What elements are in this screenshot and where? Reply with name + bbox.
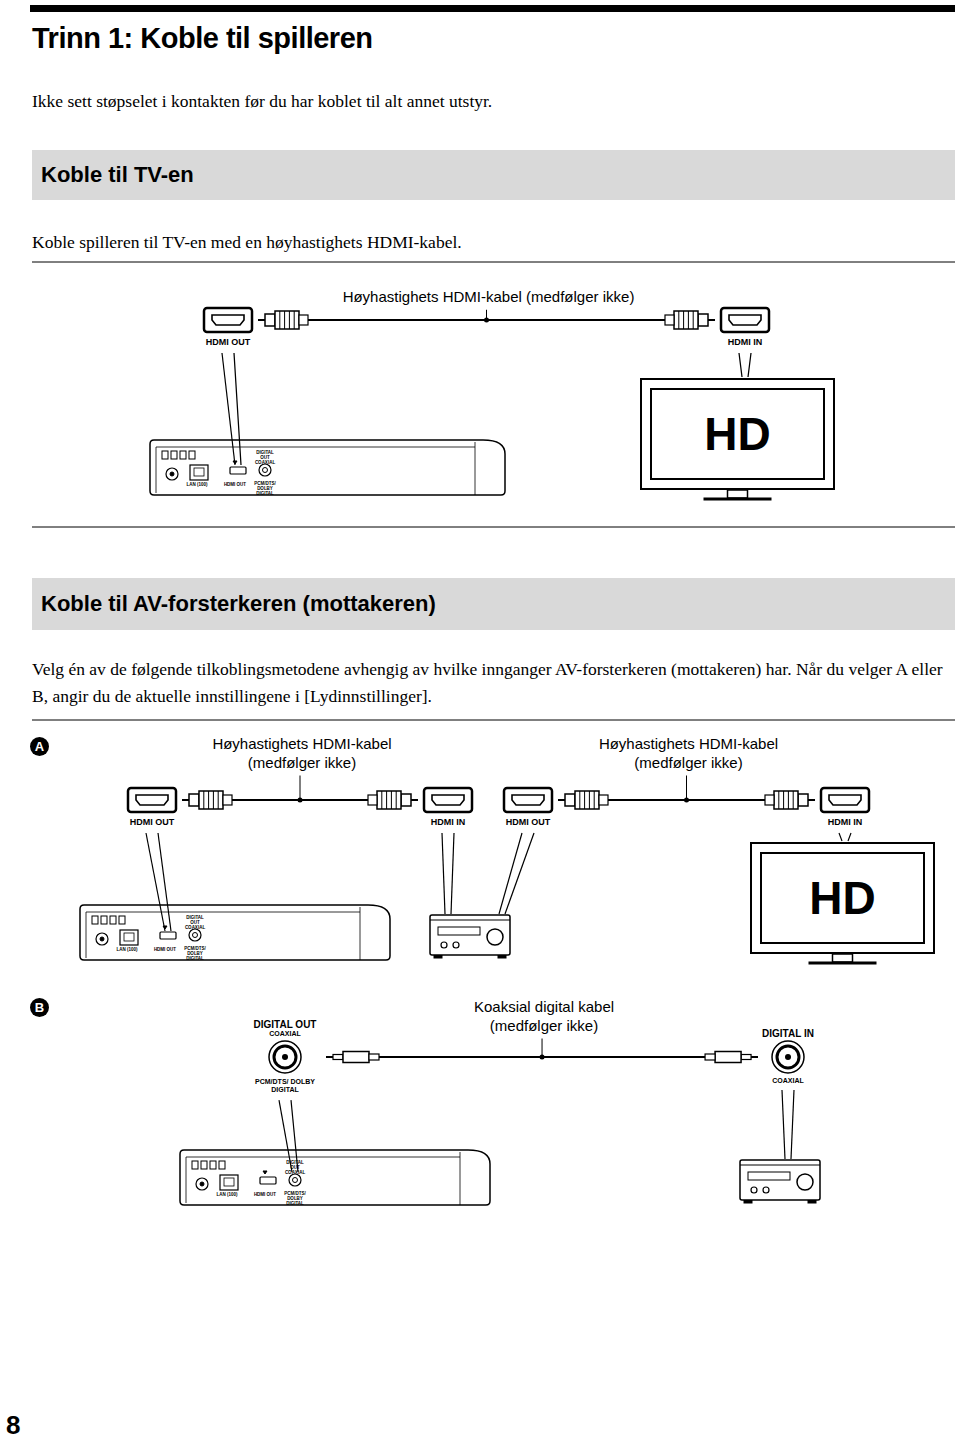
player-rear [180, 1150, 490, 1205]
callout-leader [782, 1090, 785, 1159]
hdmi-plug [189, 791, 232, 809]
callout-leader [505, 833, 534, 914]
hdmi-port: HDMI IN [815, 782, 875, 831]
port-marking: LAN (100) [184, 483, 210, 488]
label-leader [542, 1039, 543, 1058]
rule [32, 527, 955, 528]
port-marking: PCM/DTS/ DOLBY DIGITAL [252, 482, 278, 497]
port-marking: DIGITAL OUT COAXIAL [182, 916, 208, 931]
coaxial-out-port: DIGITAL OUTCOAXIAL PCM/DTS/ DOLBY DIGITAL [244, 1015, 326, 1098]
callout-leader [748, 353, 751, 377]
port-label: HDMI OUT [206, 337, 251, 347]
port-marking: HDMI OUT [252, 1193, 278, 1198]
hdmi-plug [265, 311, 308, 329]
callout-leader [848, 833, 851, 841]
callout-leader [791, 1090, 794, 1159]
page-title: Trinn 1: Koble til spilleren [32, 22, 373, 55]
port-label: HDMI OUT [506, 817, 551, 827]
cable-label: Høyhastighets HDMI-kabel (medfølger ikke… [200, 735, 404, 773]
hdmi-plug [665, 311, 708, 329]
section-heading-band: Koble til AV-forsterkeren (mottakeren) [32, 578, 955, 630]
port-label: HDMI IN [828, 817, 863, 827]
port-label: Koble til TV-en [41, 162, 194, 188]
player-rear [80, 905, 390, 960]
intro-note: Ikke sett støpselet i kontakten før du h… [32, 88, 942, 115]
port-marking: HDMI OUT [152, 948, 178, 953]
cable [258, 319, 715, 321]
hdmi-socket [502, 786, 554, 814]
hdmi-plug [565, 791, 608, 809]
port-label: Koble til AV-forsterkeren (mottakeren) [41, 591, 436, 617]
callout-leader [442, 833, 445, 914]
port-label: HDMI IN [431, 817, 466, 827]
port-label: HDMI OUT [130, 817, 175, 827]
hdmi-port: HDMI OUT [498, 782, 558, 831]
hdmi-socket [126, 786, 178, 814]
hdmi-port: HDMI OUT [198, 302, 258, 351]
av-receiver [740, 1160, 820, 1203]
cable-label: Høyhastighets HDMI-kabel (medfølger ikke… [322, 288, 656, 307]
port-marking: DIGITAL OUT COAXIAL [282, 1161, 308, 1176]
label-leader [300, 776, 301, 801]
port-marking: LAN (100) [114, 948, 140, 953]
cable-label: Høyhastighets HDMI-kabel (medfølger ikke… [587, 735, 791, 773]
coaxial-in-port: DIGITAL IN COAXIAL [758, 1024, 818, 1088]
coax-plug [705, 1052, 751, 1063]
callout-leader [158, 833, 171, 931]
port-label: HDMI IN [728, 337, 763, 347]
option-marker: B [30, 998, 49, 1017]
port-label: HD [704, 407, 770, 461]
section-heading-band: Koble til TV-en [32, 150, 955, 200]
tv-screen: HD [640, 378, 835, 490]
port-label: HD [809, 871, 875, 925]
coax-socket [770, 1039, 806, 1075]
hdmi-socket [719, 306, 771, 334]
port-label: COAXIAL [772, 1077, 804, 1084]
hdmi-port: HDMI OUT [122, 782, 182, 831]
hdmi-plug [765, 791, 808, 809]
port-marking: HDMI OUT [222, 483, 248, 488]
hdmi-plug [368, 791, 411, 809]
port-label: COAXIAL [269, 1030, 301, 1037]
av-receiver [430, 915, 510, 958]
callout-leader [499, 833, 522, 914]
coax-plug [333, 1052, 379, 1063]
label-leader [686, 776, 687, 801]
coax-socket [267, 1039, 303, 1075]
port-label: DIGITAL IN [762, 1028, 814, 1039]
cable-label: Koaksial digital kabel (medfølger ikke) [442, 998, 646, 1036]
page-number: 8 [6, 1410, 20, 1441]
callout-leader [222, 353, 235, 465]
callout-leader [234, 353, 241, 465]
port-label: PCM/DTS/ DOLBY DIGITAL [248, 1078, 322, 1094]
hdmi-socket [819, 786, 871, 814]
port-label: DIGITAL OUT [254, 1019, 317, 1030]
callout-leader [739, 353, 742, 377]
callout-leader [839, 833, 842, 841]
cable [326, 1056, 758, 1058]
hdmi-socket [422, 786, 474, 814]
port-marking: LAN (100) [214, 1193, 240, 1198]
hdmi-port: HDMI IN [715, 302, 775, 351]
port-marking: PCM/DTS/ DOLBY DIGITAL [282, 1192, 308, 1207]
instruction-text: Koble spilleren til TV-en med en høyhast… [32, 229, 942, 256]
player-rear [150, 440, 505, 495]
tv-stand [704, 490, 772, 499]
rule [32, 720, 955, 721]
tv-screen: HD [750, 842, 935, 954]
tv-stand [809, 954, 877, 963]
port-marking: PCM/DTS/ DOLBY DIGITAL [182, 947, 208, 962]
hdmi-socket [202, 306, 254, 334]
callout-leader [451, 833, 454, 914]
option-marker: A [30, 737, 49, 756]
callout-leader [146, 833, 165, 931]
instruction-text: Velg én av de følgende tilkoblingsmetode… [32, 656, 957, 710]
hdmi-port: HDMI IN [418, 782, 478, 831]
port-marking: DIGITAL OUT COAXIAL [252, 451, 278, 466]
rule [32, 262, 955, 263]
top-bar [30, 5, 955, 12]
